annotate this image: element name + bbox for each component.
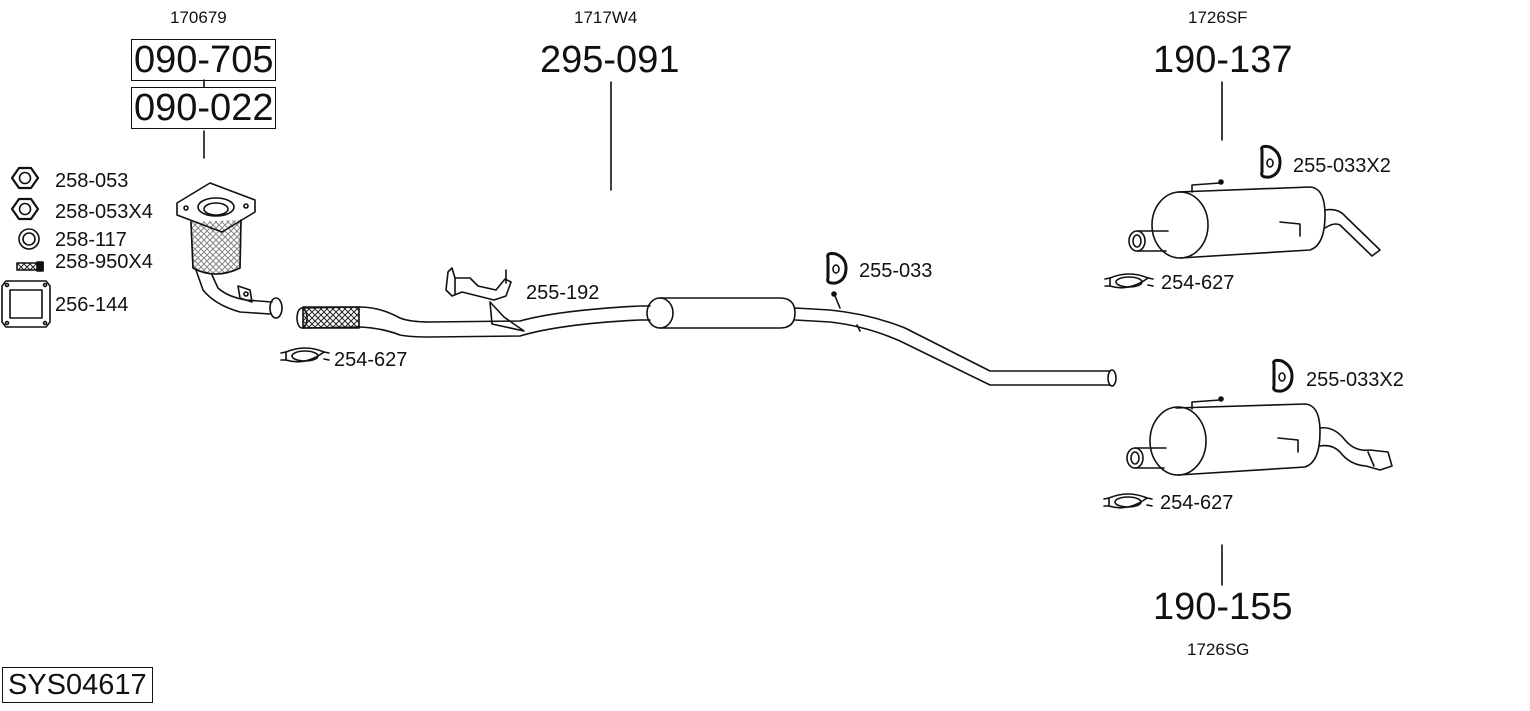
legend-stud-label[interactable]: 258-950X4 — [55, 251, 153, 273]
gasket-icon — [1, 280, 51, 328]
legend-gasket-label[interactable]: 256-144 — [55, 294, 129, 316]
rear-upper-ref: 1726SF — [1188, 8, 1248, 27]
clamp-rear-lower-label[interactable]: 254-627 — [1160, 492, 1234, 514]
clamp-front-label[interactable]: 254-627 — [334, 349, 408, 371]
middle-ref: 1717W4 — [574, 8, 638, 27]
middle-part-number[interactable]: 295-091 — [540, 39, 680, 81]
rubber-mount-label[interactable]: 255-033 — [859, 260, 933, 282]
rear-lower-part-number[interactable]: 190-155 — [1153, 586, 1293, 628]
rubber-mount-rear-upper-icon — [1260, 144, 1282, 179]
rubber-mount-rear-lower-icon — [1272, 358, 1294, 393]
catalyst-part-number-secondary[interactable]: 090-022 — [131, 87, 277, 129]
catalyst-ref: 170679 — [170, 8, 227, 27]
nut-x4-icon — [10, 197, 40, 221]
bracket-label[interactable]: 255-192 — [526, 282, 600, 304]
ring-icon — [18, 228, 40, 250]
rubber-mount-rear-lower-label[interactable]: 255-033X2 — [1306, 369, 1404, 391]
clamp-rear-upper-icon — [1104, 273, 1154, 289]
rear-upper-part-number[interactable]: 190-137 — [1153, 39, 1293, 81]
rubber-mount-rear-upper-label[interactable]: 255-033X2 — [1293, 155, 1391, 177]
legend-ring-label[interactable]: 258-117 — [55, 229, 127, 251]
rubber-mount-icon — [826, 252, 848, 285]
legend-nut-label[interactable]: 258-053 — [55, 170, 129, 192]
rear-silencer-lower-drawing — [1126, 396, 1393, 476]
middle-silencer-drawing — [646, 291, 1117, 387]
system-code: SYS04617 — [2, 667, 153, 703]
clamp-rear-lower-icon — [1103, 493, 1153, 509]
clamp-rear-upper-label[interactable]: 254-627 — [1161, 272, 1235, 294]
rear-lower-ref: 1726SG — [1187, 640, 1250, 659]
bracket-drawing — [445, 267, 525, 332]
legend-nut-x4-label[interactable]: 258-053X4 — [55, 201, 153, 223]
stud-icon — [16, 261, 44, 272]
nut-icon — [10, 166, 40, 190]
rear-silencer-upper-drawing — [1128, 179, 1381, 259]
front-pipe-drawing — [296, 305, 651, 338]
clamp-icon — [280, 347, 330, 363]
catalyst-drawing — [176, 182, 283, 319]
catalyst-part-number[interactable]: 090-705 — [131, 39, 277, 81]
